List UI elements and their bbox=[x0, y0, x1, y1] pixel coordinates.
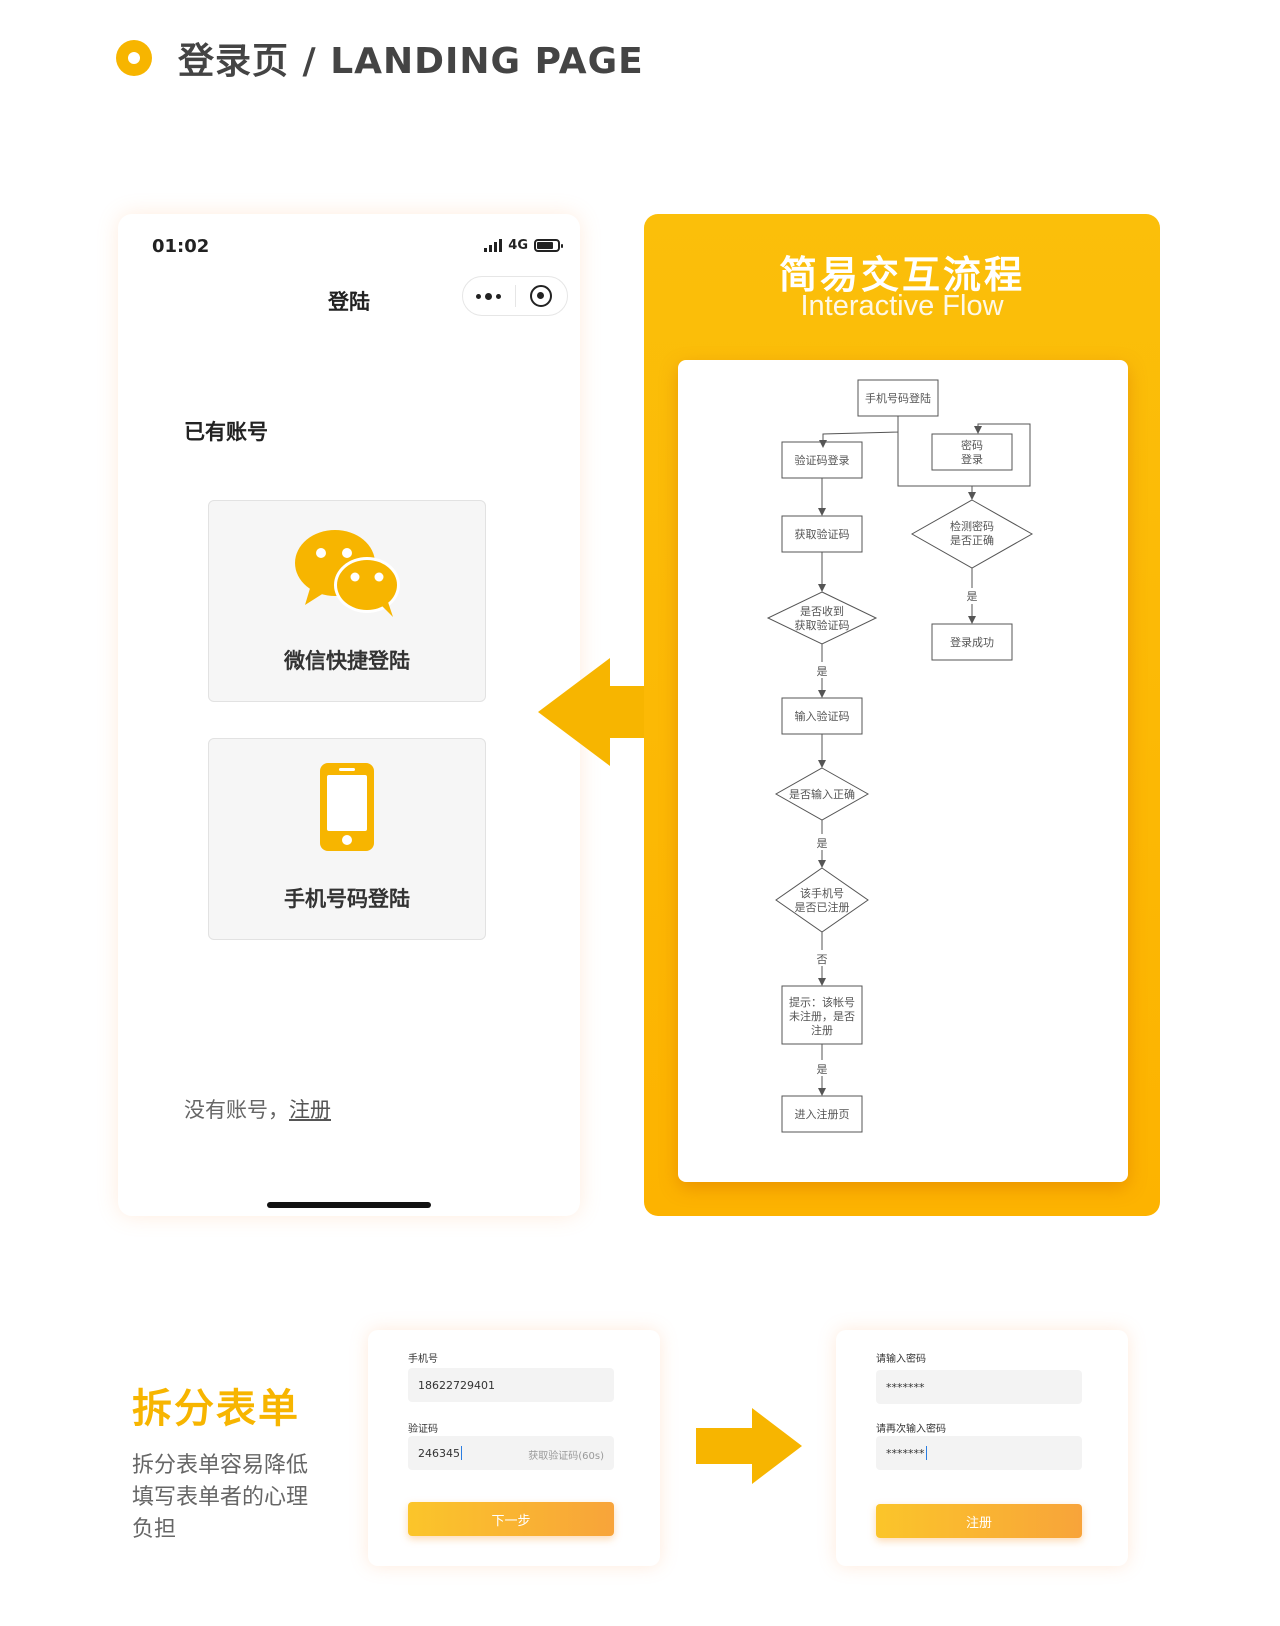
flow-label-check-pwd-2: 是否正确 bbox=[950, 534, 994, 547]
section-label: 已有账号 bbox=[184, 420, 268, 444]
flow-label-received-2: 获取验证码 bbox=[795, 618, 850, 632]
flow-node-registered bbox=[775, 867, 869, 933]
flow-label-pwd-login-2: 登录 bbox=[961, 452, 983, 466]
wechat-icon bbox=[209, 525, 485, 621]
flow-label-no: 否 bbox=[817, 953, 828, 966]
flow-label-goto-register: 进入注册页 bbox=[795, 1107, 850, 1121]
flow-label-registered-1: 该手机号 bbox=[800, 886, 844, 900]
signal-icon bbox=[484, 239, 503, 252]
phone-number-value: 18622729401 bbox=[418, 1378, 495, 1392]
flowchart-card: 手机号码登陆 验证码登录 密码 登录 获取验证码 检测密码 是否正确 是否收到 … bbox=[678, 360, 1128, 1182]
split-form-desc: 拆分表单容易降低填写表单者的心理负担 bbox=[132, 1453, 309, 1542]
page-header: 登录页 / LANDING PAGE bbox=[116, 32, 644, 84]
target-icon bbox=[530, 285, 553, 307]
phone-mockup: 01:02 4G 登陆 已有账号 bbox=[118, 214, 580, 1216]
phone-number-label: 手机号 bbox=[408, 1354, 438, 1365]
confirm-password-value: ******* bbox=[886, 1446, 925, 1460]
flow-label-login-success: 登录成功 bbox=[950, 635, 994, 649]
code-value: 246345 bbox=[418, 1446, 460, 1460]
flow-label-input-correct: 是否输入正确 bbox=[789, 787, 855, 801]
wechat-login-button[interactable]: 微信快捷登陆 bbox=[208, 500, 486, 702]
home-indicator bbox=[267, 1202, 431, 1208]
register-row: 没有账号，注册 bbox=[184, 1094, 331, 1124]
split-form-title: 拆分表单 bbox=[132, 1386, 300, 1432]
password-label: 请输入密码 bbox=[876, 1354, 926, 1365]
flow-label-prompt-3: 注册 bbox=[811, 1023, 833, 1037]
status-bar-right: 4G bbox=[484, 238, 563, 253]
password-input[interactable]: ******* bbox=[876, 1370, 1082, 1404]
phone-login-label: 手机号码登陆 bbox=[284, 887, 410, 911]
page-title: 登录页 / LANDING PAGE bbox=[178, 41, 644, 82]
flow-title: 简易交互流程 bbox=[778, 253, 1025, 297]
capsule-divider bbox=[514, 285, 516, 307]
flowchart: 手机号码登陆 验证码登录 密码 登录 获取验证码 检测密码 是否正确 是否收到 … bbox=[766, 379, 1034, 1133]
wechat-login-label: 微信快捷登陆 bbox=[284, 649, 410, 673]
flow-node-received bbox=[766, 591, 878, 645]
flow-label-received-1: 是否收到 bbox=[800, 604, 844, 618]
confirm-password-label: 请再次输入密码 bbox=[876, 1424, 946, 1435]
register-link[interactable]: 注册 bbox=[289, 1098, 331, 1122]
battery-icon bbox=[534, 239, 563, 252]
arrow-right-icon bbox=[696, 1408, 802, 1484]
register-button[interactable]: 注册 bbox=[876, 1504, 1082, 1538]
more-dots-icon bbox=[476, 292, 502, 300]
password-form: 请输入密码 ******* 请再次输入密码 ******* 注册 bbox=[836, 1330, 1128, 1566]
next-step-button[interactable]: 下一步 bbox=[408, 1502, 614, 1536]
flow-label-check-pwd-1: 检测密码 bbox=[950, 519, 994, 533]
smartphone-icon bbox=[209, 761, 485, 853]
nav-title: 登陆 bbox=[328, 290, 370, 314]
flow-subtitle: Interactive Flow bbox=[800, 290, 1004, 322]
phone-login-button[interactable]: 手机号码登陆 bbox=[208, 738, 486, 940]
flow-label-input-code: 输入验证码 bbox=[795, 709, 850, 723]
no-account-text: 没有账号， bbox=[184, 1098, 289, 1122]
phone-code-form: 手机号 18622729401 验证码 246345 获取验证码(60s) 下一… bbox=[368, 1330, 660, 1566]
text-caret bbox=[925, 1446, 927, 1460]
flow-node-login-success bbox=[931, 623, 1013, 661]
flow-label-yes-1: 是 bbox=[967, 590, 978, 603]
flow-label-start: 手机号码登陆 bbox=[865, 391, 931, 405]
code-input[interactable]: 246345 获取验证码(60s) bbox=[408, 1436, 614, 1470]
bullet-icon bbox=[116, 40, 152, 76]
flow-label-registered-2: 是否已注册 bbox=[795, 900, 850, 914]
phone-number-input[interactable]: 18622729401 bbox=[408, 1368, 614, 1402]
code-label: 验证码 bbox=[408, 1424, 438, 1435]
status-time: 01:02 bbox=[152, 236, 210, 257]
get-code-countdown[interactable]: 获取验证码(60s) bbox=[528, 1451, 604, 1462]
flow-label-pwd-login-1: 密码 bbox=[961, 438, 983, 452]
flow-label-yes-4: 是 bbox=[817, 1063, 828, 1076]
flow-label-prompt-2: 未注册，是否 bbox=[789, 1009, 855, 1023]
flow-label-get-code: 获取验证码 bbox=[795, 527, 850, 541]
network-type: 4G bbox=[508, 238, 528, 253]
flow-node-pwd-login bbox=[931, 433, 1013, 471]
close-mini-program-button[interactable] bbox=[516, 277, 568, 315]
confirm-password-input[interactable]: ******* bbox=[876, 1436, 1082, 1470]
arrow-left-icon bbox=[538, 658, 648, 766]
flow-label-yes-2: 是 bbox=[817, 665, 828, 678]
more-button[interactable] bbox=[463, 277, 515, 315]
flow-label-prompt-1: 提示：该帐号 bbox=[789, 995, 855, 1009]
flow-label-sms-login: 验证码登录 bbox=[795, 453, 850, 467]
flow-node-goto-register bbox=[781, 1095, 863, 1133]
interactive-flow-panel: 简易交互流程 Interactive Flow bbox=[644, 214, 1160, 1216]
mini-program-capsule bbox=[462, 276, 568, 316]
flow-label-yes-3: 是 bbox=[817, 837, 828, 850]
text-caret bbox=[461, 1446, 462, 1460]
password-value: ******* bbox=[886, 1380, 925, 1394]
